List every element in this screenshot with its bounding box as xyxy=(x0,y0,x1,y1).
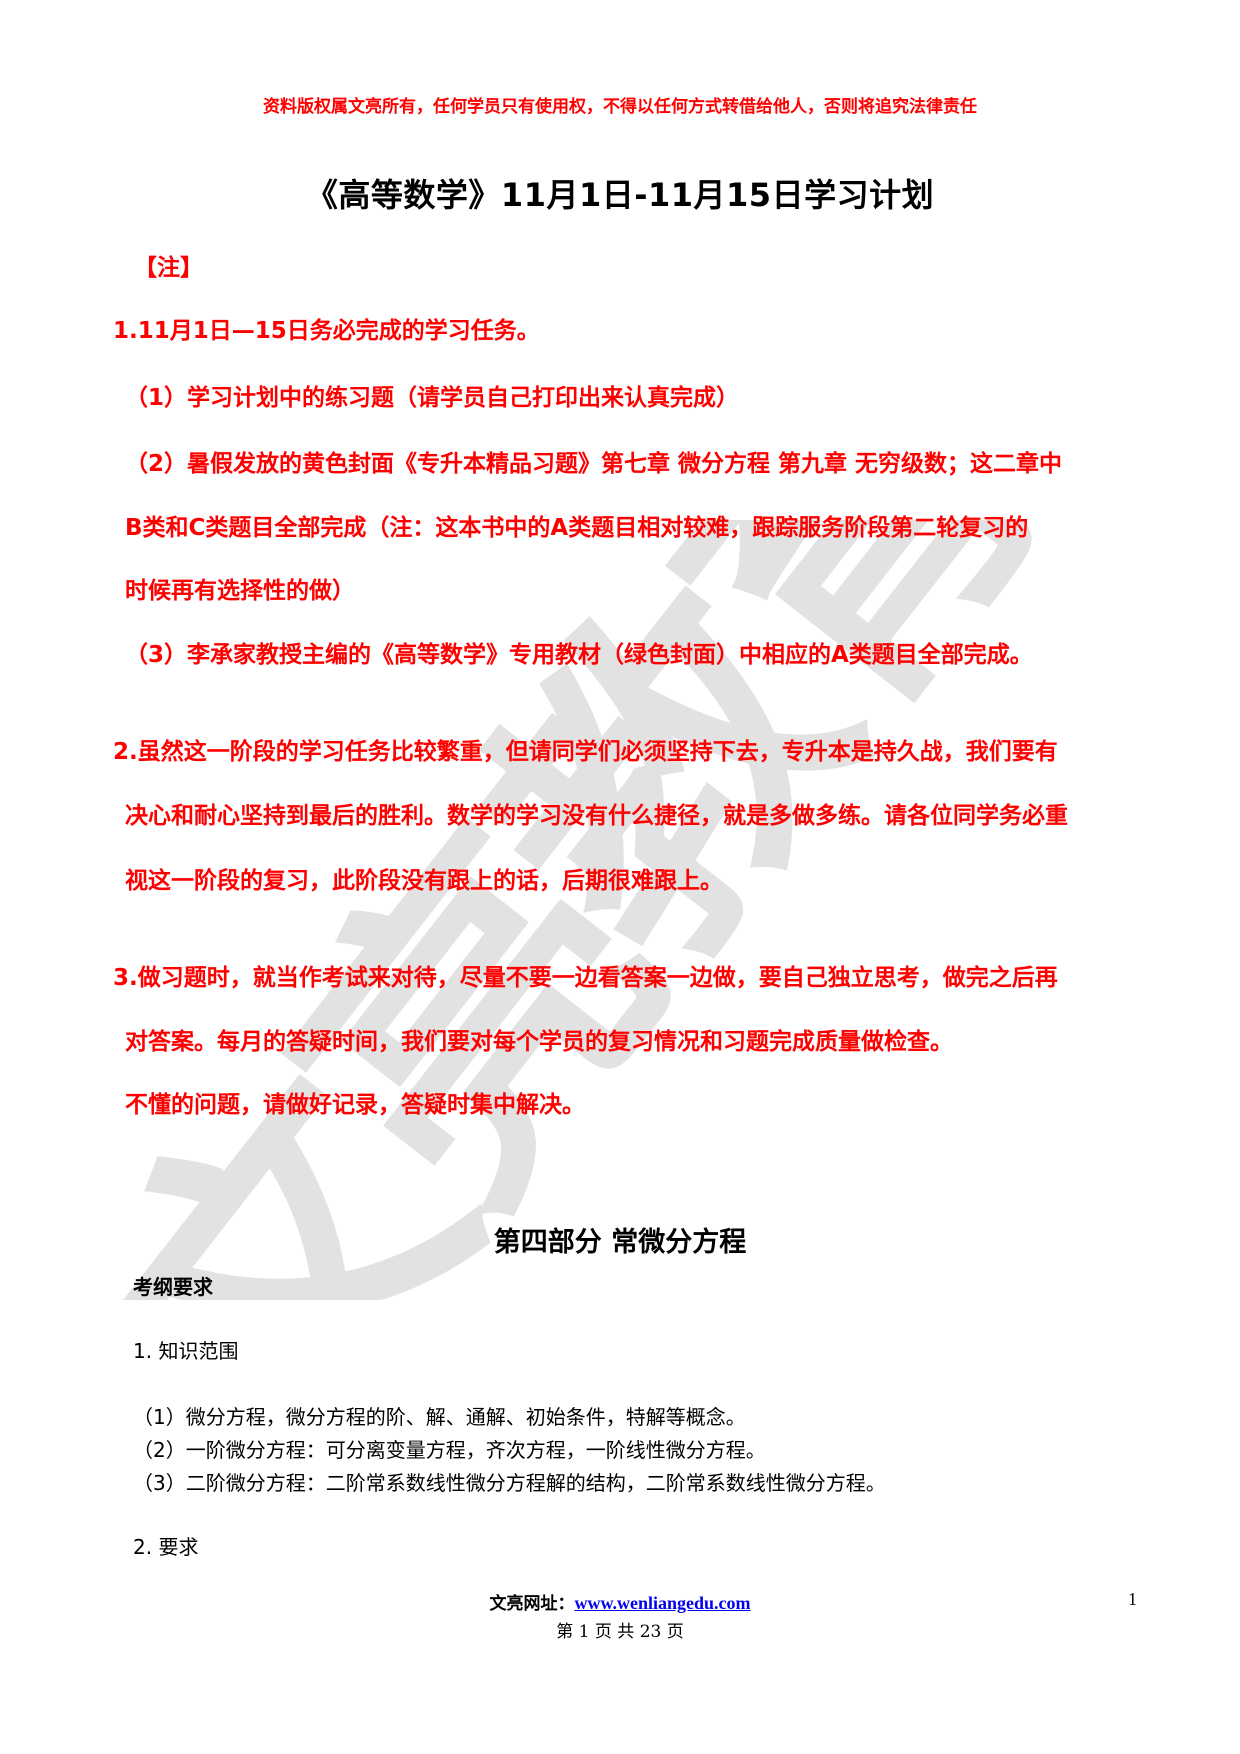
outline-label: 考纲要求 xyxy=(133,1275,213,1299)
scope-item-2: （2）一阶微分方程：可分离变量方程，齐次方程，一阶线性微分方程。 xyxy=(133,1438,766,1462)
watermark: 文亮教育 xyxy=(110,520,1070,1300)
page-number: 1 xyxy=(1128,1589,1137,1609)
scope-item-3: （3）二阶微分方程：二阶常系数线性微分方程解的结构，二阶常系数线性微分方程。 xyxy=(133,1471,886,1495)
requirements-heading: 2. 要求 xyxy=(133,1535,199,1559)
note-1-sub-2-line-3: 时候再有选择性的做） xyxy=(125,578,355,604)
note-1-heading: 1.11月1日—15日务必完成的学习任务。 xyxy=(113,318,540,344)
document-title: 《高等数学》11月1日-11月15日学习计划 xyxy=(305,176,935,214)
note-3-line-2: 对答案。每月的答疑时间，我们要对每个学员的复习情况和习题完成质量做检查。 xyxy=(125,1029,953,1055)
footer-page-info: 第 1 页 共 23 页 xyxy=(556,1622,684,1642)
note-3-line-3: 不懂的问题，请做好记录，答疑时集中解决。 xyxy=(125,1092,585,1118)
footer-site-link[interactable]: www.wenliangedu.com xyxy=(574,1593,751,1613)
copyright-notice: 资料版权属文亮所有，任何学员只有使用权，不得以任何方式转借给他人，否则将追究法律… xyxy=(263,97,977,117)
note-1-sub-1: （1）学习计划中的练习题（请学员自己打印出来认真完成） xyxy=(125,385,740,411)
notes-label: 【注】 xyxy=(134,255,203,281)
scope-item-1: （1）微分方程，微分方程的阶、解、通解、初始条件，特解等概念。 xyxy=(133,1405,746,1429)
note-3-line-1: 3.做习题时，就当作考试来对待，尽量不要一边看答案一边做，要自己独立思考，做完之… xyxy=(113,965,1058,991)
note-1-sub-2-line-2: B类和C类题目全部完成（注：这本书中的A类题目相对较难，跟踪服务阶段第二轮复习的 xyxy=(125,515,1029,541)
section-title: 第四部分 常微分方程 xyxy=(493,1227,747,1258)
footer-website: 文亮网址：www.wenliangedu.com xyxy=(0,1589,1240,1614)
footer-site-label: 文亮网址： xyxy=(489,1594,575,1614)
note-1-sub-2-line-1: （2）暑假发放的黄色封面《专升本精品习题》第七章 微分方程 第九章 无穷级数；这… xyxy=(125,451,1063,477)
note-2-line-2: 决心和耐心坚持到最后的胜利。数学的学习没有什么捷径，就是多做多练。请各位同学务必… xyxy=(125,803,1068,829)
note-1-sub-3: （3）李承家教授主编的《高等数学》专用教材（绿色封面）中相应的A类题目全部完成。 xyxy=(125,642,1033,668)
note-2-line-3: 视这一阶段的复习，此阶段没有跟上的话，后期很难跟上。 xyxy=(125,868,723,894)
scope-heading: 1. 知识范围 xyxy=(133,1339,239,1363)
note-2-line-1: 2.虽然这一阶段的学习任务比较繁重，但请同学们必须坚持下去，专升本是持久战，我们… xyxy=(113,739,1058,765)
svg-text:文亮教育: 文亮教育 xyxy=(110,520,1070,1300)
